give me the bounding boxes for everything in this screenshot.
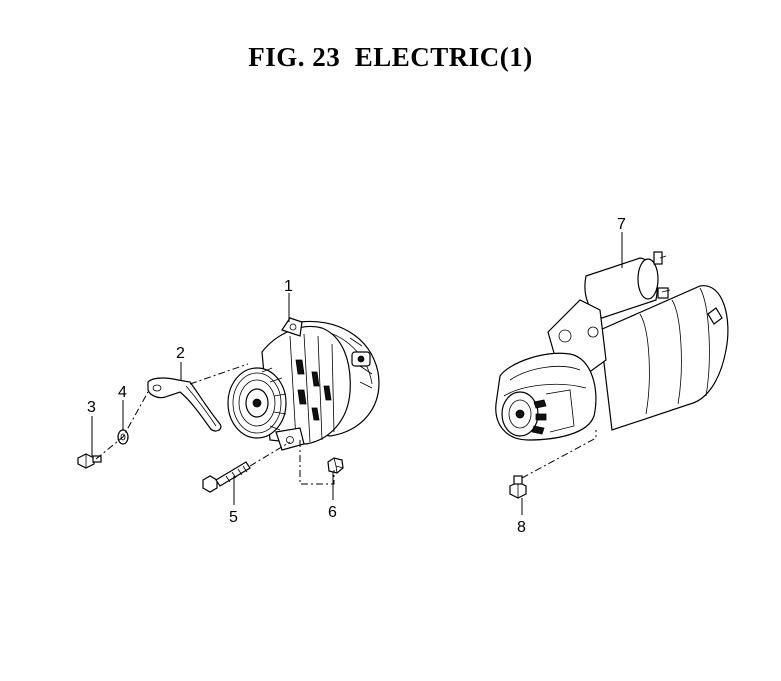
callout-5: 5 <box>229 509 238 526</box>
callout-7: 7 <box>617 216 626 233</box>
bolt-3 <box>77 453 102 469</box>
callout-2: 2 <box>176 345 185 362</box>
callout-3: 3 <box>87 399 96 416</box>
callout-4: 4 <box>118 384 127 401</box>
nut-6 <box>327 457 344 474</box>
figure-title: FIG. 23 ELECTRIC(1) <box>248 42 533 72</box>
bolt-8 <box>509 475 527 499</box>
callout-6: 6 <box>328 504 337 521</box>
callout-1: 1 <box>284 278 293 295</box>
alternator <box>227 317 380 451</box>
starter-motor <box>495 251 729 441</box>
bolt-5 <box>202 461 251 493</box>
callout-8: 8 <box>517 519 526 536</box>
leader-lines <box>91 232 623 515</box>
callout-numbers: 1 2 3 4 5 6 7 8 <box>87 216 626 536</box>
adjusting-bracket <box>147 377 222 432</box>
assembly-lines <box>95 363 597 485</box>
